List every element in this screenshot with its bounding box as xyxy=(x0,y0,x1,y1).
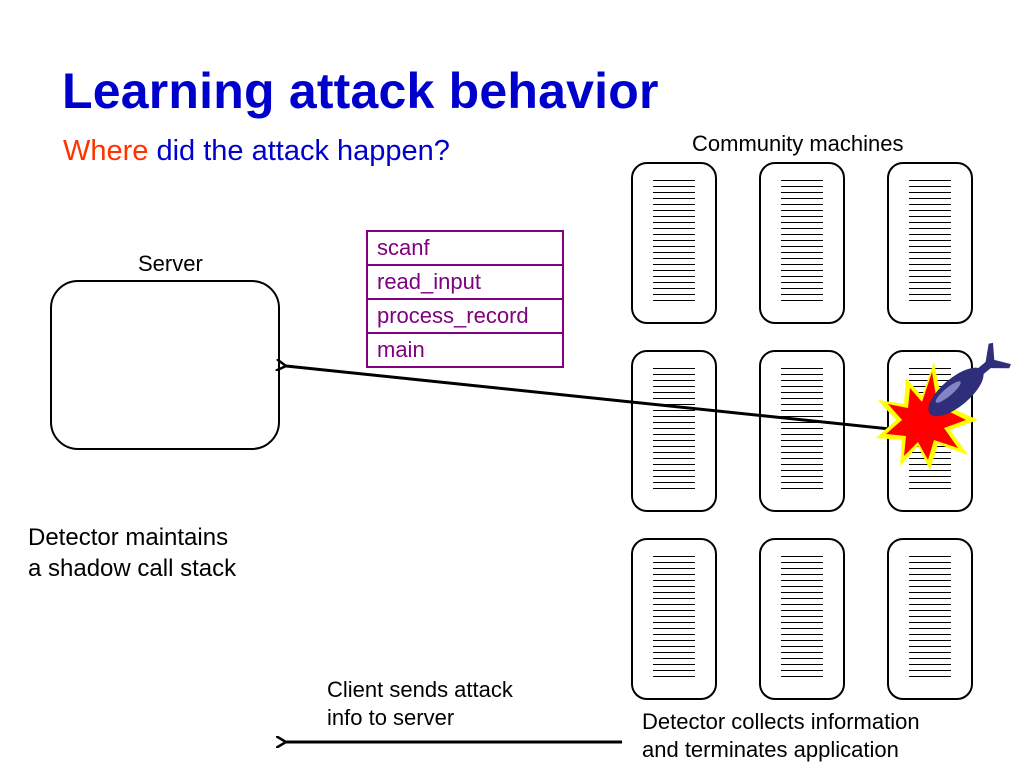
community-machine xyxy=(887,538,973,700)
server-box xyxy=(50,280,280,450)
subtitle-highlight: Where xyxy=(63,135,149,167)
bomb-icon xyxy=(928,342,1011,417)
server-label: Server xyxy=(138,251,203,276)
community-machine xyxy=(759,538,845,700)
client-sends-text: Client sends attack info to server xyxy=(327,676,513,731)
slide-subtitle: Where did the attack happen? xyxy=(63,134,450,169)
community-machine xyxy=(631,350,717,512)
stack-frame: process_record xyxy=(368,300,562,334)
detector-collects-text: Detector collects information and termin… xyxy=(642,708,920,763)
stack-frame: scanf xyxy=(368,232,562,266)
slide-title: Learning attack behavior xyxy=(62,63,659,119)
community-machine xyxy=(631,162,717,324)
text-line: info to server xyxy=(327,704,455,730)
text-line: Detector maintains xyxy=(28,524,229,551)
community-machines-label: Community machines xyxy=(692,131,904,156)
text-line: Detector collects information xyxy=(642,709,920,734)
community-machine xyxy=(887,162,973,324)
subtitle-rest: did the attack happen? xyxy=(148,135,450,167)
community-machine xyxy=(759,162,845,324)
stack-frame: main xyxy=(377,337,425,362)
community-machine xyxy=(759,350,845,512)
text-line: a shadow call stack xyxy=(28,555,237,583)
stack-frame: read_input xyxy=(368,266,562,300)
shadow-call-stack: scanf read_input process_record main xyxy=(366,230,564,368)
text-line: and terminates application xyxy=(642,736,899,762)
text-line: Client sends attack xyxy=(327,677,513,702)
community-machine xyxy=(631,538,717,700)
detector-shadow-text: Detector maintains a shadow call stack xyxy=(28,522,236,584)
attack-info-arrow xyxy=(286,366,901,432)
